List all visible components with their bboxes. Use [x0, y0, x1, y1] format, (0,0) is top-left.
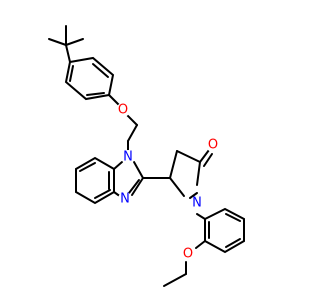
ethoxyphenyl-ring	[196, 207, 245, 254]
bond	[225, 213, 241, 222]
bond	[113, 161, 123, 170]
atom-imidazole-n1: N	[121, 150, 135, 165]
bond	[79, 162, 96, 172]
bond	[64, 56, 115, 101]
bond	[94, 189, 111, 199]
atom-label-o: O	[118, 103, 128, 118]
bond	[203, 153, 213, 167]
atom-label-o: O	[208, 138, 218, 153]
bond	[133, 161, 144, 179]
oxyethyl-linker	[108, 94, 138, 151]
tert-butyl-group	[48, 25, 84, 63]
bond	[86, 92, 105, 96]
bond	[128, 179, 140, 194]
bond	[176, 150, 201, 163]
bond	[196, 213, 206, 220]
bond	[92, 63, 109, 78]
atom-label-n: N	[123, 150, 133, 165]
atom-ethoxy-oxygen: O	[181, 247, 195, 262]
bond	[48, 38, 67, 46]
bond	[225, 238, 241, 248]
phenyl-ring-top	[64, 56, 115, 101]
ethoxy-substituent	[163, 240, 206, 287]
bond	[195, 240, 206, 249]
bond	[169, 177, 185, 197]
bond	[127, 124, 138, 142]
atom-label-n: N	[192, 196, 202, 211]
bond	[163, 273, 187, 287]
molecule-structure: O N N O N O	[48, 25, 245, 287]
bond	[69, 65, 74, 82]
benzimidazole-benzo-ring	[75, 156, 115, 205]
bond	[131, 177, 144, 196]
bond	[199, 149, 210, 163]
atom-label-n: N	[120, 192, 130, 207]
bond	[196, 161, 201, 186]
molecule-canvas: O N N O N O	[48, 25, 245, 287]
atom-ketone-oxygen: O	[206, 138, 220, 153]
pyrrolidinone-ring	[142, 149, 213, 199]
atom-imidazole-n3: N	[118, 192, 132, 207]
atom-lactam-n: N	[190, 196, 204, 211]
bond	[169, 150, 178, 179]
bond	[189, 192, 198, 199]
bond	[125, 113, 138, 126]
atom-label-o: O	[183, 247, 193, 262]
bond	[204, 207, 245, 254]
bond	[108, 94, 121, 107]
bond	[65, 44, 71, 63]
bond	[65, 38, 84, 46]
atom-ether-oxygen: O	[116, 103, 130, 118]
